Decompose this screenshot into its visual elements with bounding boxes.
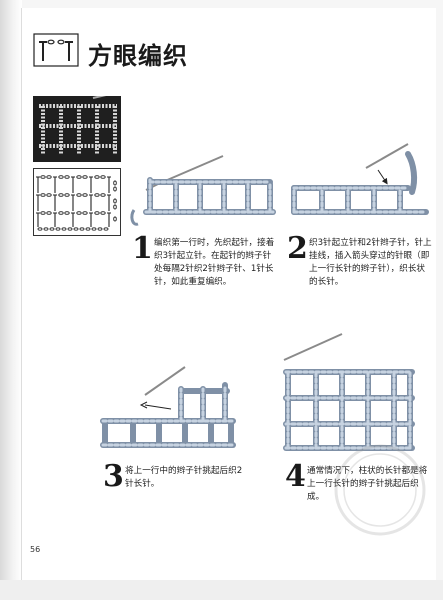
page-title: 方眼编织	[88, 42, 188, 70]
step-1-illustration	[128, 152, 278, 230]
step-2-text: 织3针起立针和2针辫子针，针上 挂线，插入箭头穿过的针眼（即 上一行长针的辫子针…	[309, 238, 432, 287]
crochet-symbol-chart	[33, 168, 121, 236]
crochet-chain-symbol-icon	[33, 33, 79, 67]
step-1-number: 1	[132, 231, 153, 266]
step-4-illustration	[272, 330, 422, 460]
step-3-text: 将上一行中的辫子针挑起后织2 针长针。	[125, 466, 243, 489]
step-4-number: 4	[285, 459, 306, 494]
scan-margin	[0, 580, 443, 600]
step-4-text: 通常情况下，柱状的长针都是将 上一行长针的辫子针挑起后织 成。	[307, 466, 428, 502]
watermark-stamp-icon	[330, 440, 430, 540]
step-2-number: 2	[287, 231, 308, 266]
step-3-illustration	[95, 365, 245, 460]
step-3-number: 3	[103, 459, 124, 494]
page-binding-edge	[0, 0, 22, 600]
step-1-text: 编织第一行时，先织起针，接着 织3针起立针。在起针的辫子针 处每隔2针织2针辫子…	[154, 238, 275, 287]
filet-crochet-photo	[33, 96, 121, 162]
page-number: 56	[30, 545, 41, 554]
step-2-illustration	[286, 142, 436, 230]
